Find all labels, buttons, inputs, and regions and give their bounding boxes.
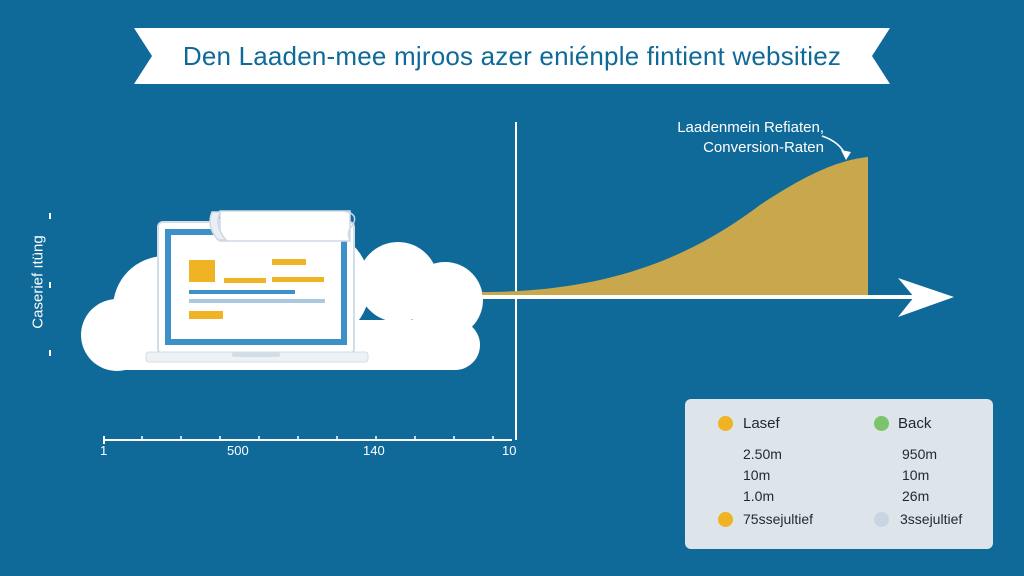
legend-orange-dot-icon: [718, 416, 733, 431]
legend-col2-footer: 3ssejultief: [900, 511, 963, 527]
legend-panel: Lasef Back 2.50m 10m 1.0m 950m 10m 26m 7…: [685, 399, 993, 549]
y-axis-label: Caserief ıtüng: [29, 235, 47, 329]
ribbon-shape: [134, 28, 890, 84]
legend-col2-value: 26m: [902, 488, 930, 504]
x-tick-label: 140: [363, 443, 385, 458]
legend-pale-dot-icon: [874, 512, 889, 527]
annotation-line-2: Conversion-Raten: [703, 139, 824, 156]
banner-title: Den Laaden-mee mjroos azer eniénple fint…: [182, 40, 842, 71]
legend-col1-value: 10m: [743, 467, 771, 483]
annotation-line-1: Laadenmein Refiaten,: [677, 119, 824, 136]
x-axis: [103, 436, 512, 444]
legend-col2-value: 950m: [902, 446, 938, 462]
legend-col2-title: Back: [898, 415, 932, 432]
legend-col1-value: 1.0m: [743, 488, 775, 504]
x-tick-label: 1: [100, 443, 108, 458]
legend-orange-dot-icon: [718, 512, 733, 527]
annotation-pointer-head: [841, 150, 851, 160]
growth-area: [482, 157, 868, 297]
legend-col1-footer: 75ssejultief: [743, 511, 814, 527]
x-tick-label: 500: [227, 443, 249, 458]
legend-col1-value: 2.50m: [743, 446, 782, 462]
legend-col1-title: Lasef: [743, 415, 780, 432]
annotation-pointer-icon: [821, 135, 847, 157]
arrow-right-icon: [482, 278, 954, 317]
laptop-icon: [145, 221, 369, 363]
x-tick-label: 10: [502, 443, 517, 458]
legend-col2-value: 10m: [902, 467, 930, 483]
legend-green-dot-icon: [874, 416, 889, 431]
curve-annotation: Laadenmein Refiaten, Conversion-Raten: [677, 118, 824, 158]
document-scroll-icon: [209, 210, 356, 242]
title-banner: Den Laaden-mee mjroos azer eniénple fint…: [134, 28, 890, 84]
